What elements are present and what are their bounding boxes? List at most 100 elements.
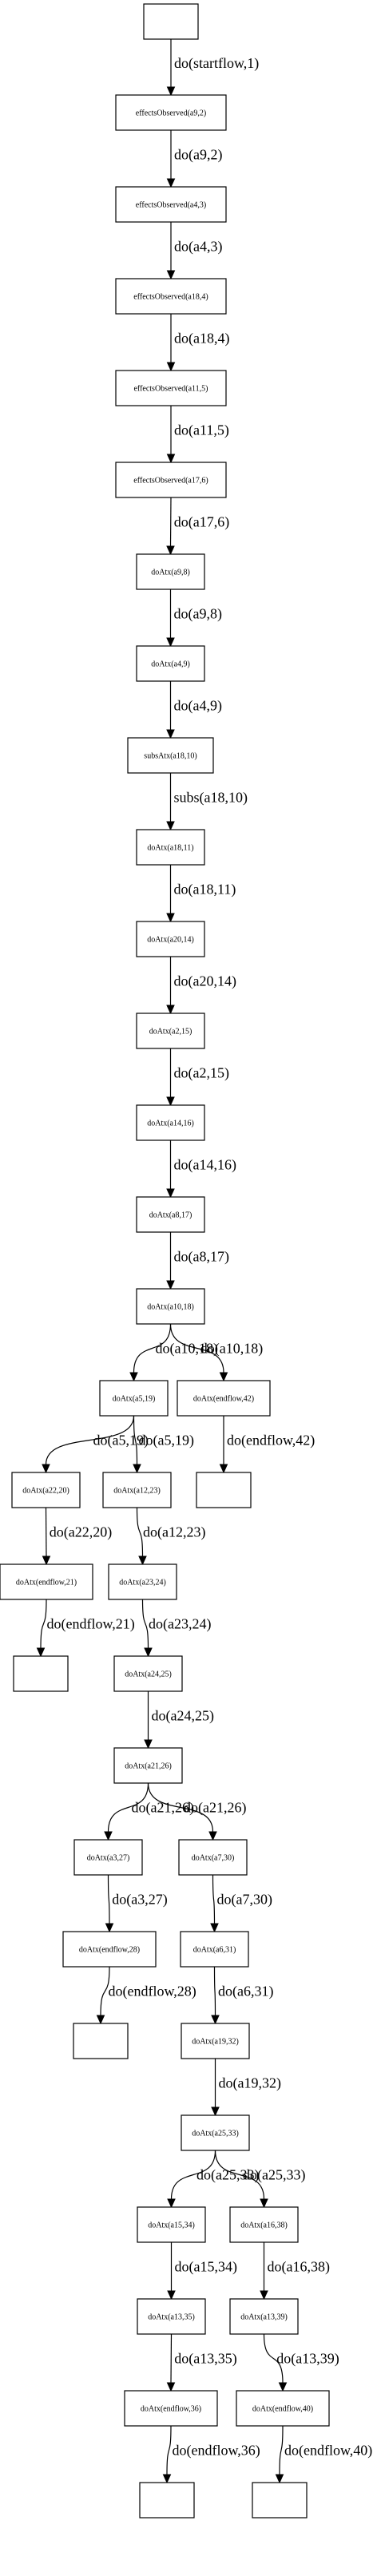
node-n32: doAtx(a13,39) <box>229 2298 299 2335</box>
node-label: doAtx(a21,26) <box>125 1762 172 1771</box>
node-label: effectsObserved(a11,5) <box>133 385 208 394</box>
edge-label: do(a13,35) <box>174 2351 236 2368</box>
edge-line <box>169 497 172 547</box>
edge-line <box>133 1323 172 1373</box>
node-label: doAtx(a7,30) <box>192 1854 235 1863</box>
edge-label: do(endflow,28) <box>109 1984 196 2000</box>
edge-label: do(a10,18) <box>156 1341 218 1357</box>
node-label: effectsObserved(a17,6) <box>133 477 208 485</box>
edge-arrowhead <box>166 178 176 188</box>
node-n7: doAtx(a4,9) <box>136 645 205 682</box>
node-box <box>229 2298 299 2335</box>
node-label: doAtx(a4,9) <box>151 660 190 669</box>
edge-n13-n14: do(a8,17) <box>166 1232 229 1290</box>
node-start <box>143 3 199 40</box>
node-box <box>196 1472 252 1508</box>
edge-n19-end21: do(endflow,21) <box>36 1599 135 1658</box>
node-box <box>108 1563 177 1600</box>
edge-arrowhead <box>129 1372 138 1382</box>
node-label: effectsObserved(a18,4) <box>133 293 208 302</box>
edge-arrowhead <box>42 1464 50 1474</box>
edge-arrowhead <box>210 1923 219 1933</box>
node-n26: doAtx(a6,31) <box>180 1931 249 1968</box>
node-n29: doAtx(a15,34) <box>137 2206 206 2243</box>
node-label: doAtx(a13,39) <box>240 2313 288 2322</box>
edge-label: do(a18,11) <box>174 882 236 898</box>
edge-n6-n7: do(a9,8) <box>166 589 222 648</box>
node-label: doAtx(endflow,28) <box>79 1946 140 1955</box>
edge-label: do(a11,5) <box>174 422 229 439</box>
edge-label: do(a19,32) <box>219 2075 281 2092</box>
edge-line <box>133 1415 138 1465</box>
edge-n21-n22: do(a24,25) <box>144 1691 214 1750</box>
edge-label: do(endflow,21) <box>47 1616 135 1633</box>
node-n31: doAtx(a13,35) <box>137 2298 206 2335</box>
edge-arrowhead <box>166 1188 175 1199</box>
edge-n23-n25: do(a3,27) <box>105 1874 168 1933</box>
node-n1: effectsObserved(a9,2) <box>115 94 227 131</box>
edge-line <box>147 1782 214 1833</box>
node-box <box>177 1380 271 1417</box>
edge-label: do(a24,25) <box>152 1708 214 1725</box>
edge-label: do(a15,34) <box>175 2259 237 2276</box>
node-box <box>139 2482 195 2519</box>
edge-arrowhead <box>166 454 176 464</box>
node-label: doAtx(a13,35) <box>148 2313 195 2322</box>
edge-label: do(a23,24) <box>149 1616 211 1633</box>
node-n25: doAtx(endflow,28) <box>62 1931 157 1968</box>
node-box <box>113 1655 183 1692</box>
edge-n3-n4: do(a18,4) <box>166 314 229 372</box>
edge-arrowhead <box>166 729 175 739</box>
edge-n4-n5: do(a11,5) <box>166 406 229 464</box>
node-box <box>236 2390 330 2427</box>
edge-n15-n17: do(a5,19) <box>42 1415 149 1474</box>
edge-label: do(a4,9) <box>174 698 222 715</box>
node-box <box>136 829 205 866</box>
edge-label: do(a21,26) <box>184 1800 246 1817</box>
edge-line <box>100 1966 110 2016</box>
edge-label: do(a6,31) <box>218 1984 273 2000</box>
node-n13: doAtx(a8,17) <box>136 1196 205 1233</box>
edge-label: do(a16,38) <box>268 2259 330 2276</box>
edge-label: do(a9,2) <box>174 147 222 164</box>
edge-arrowhead <box>105 1923 114 1933</box>
node-n15: doAtx(a5,19) <box>99 1380 169 1417</box>
node-n4: effectsObserved(a11,5) <box>115 370 227 406</box>
node-n14: doAtx(a10,18) <box>136 1288 205 1325</box>
node-label: doAtx(a6,31) <box>193 1946 236 1955</box>
edge-arrowhead <box>138 1556 147 1566</box>
node-box <box>136 1288 205 1325</box>
edge-line <box>170 2150 216 2200</box>
node-label: doAtx(a15,34) <box>148 2221 195 2230</box>
node-label: doAtx(a12,23) <box>113 1487 161 1496</box>
edge-arrowhead <box>166 821 175 831</box>
node-label: doAtx(a14,16) <box>147 1120 194 1128</box>
edge-n31-n33: do(a13,35) <box>166 2333 237 2392</box>
edge-arrowhead <box>275 2474 284 2484</box>
node-box <box>113 1747 183 1784</box>
edge-n22-n23: do(a21,26) <box>104 1782 194 1841</box>
edge-arrowhead <box>166 1005 175 1015</box>
node-box <box>178 1839 248 1876</box>
edge-label: do(a21,26) <box>132 1800 194 1817</box>
edge-arrowhead <box>166 1096 175 1107</box>
node-box <box>136 1196 205 1233</box>
edge-line <box>213 1966 216 2016</box>
node-n23: doAtx(a3,27) <box>73 1839 143 1876</box>
edge-arrowhead <box>162 2474 172 2484</box>
edge-label: do(a14,16) <box>174 1157 236 1174</box>
edge-arrowhead <box>144 1647 153 1658</box>
node-n33: doAtx(endflow,36) <box>124 2390 218 2427</box>
node-label: doAtx(a19,32) <box>192 2038 239 2047</box>
edge-label: do(a8,17) <box>174 1249 229 1266</box>
node-label: doAtx(a22,20) <box>22 1487 69 1496</box>
edge-arrowhead <box>166 1280 175 1290</box>
edge-n27-n28: do(a19,32) <box>211 2059 281 2117</box>
edge-n12-n13: do(a14,16) <box>166 1140 236 1199</box>
edge-arrowhead <box>211 2106 220 2117</box>
node-box <box>102 1472 172 1508</box>
edge-line <box>141 1599 149 1649</box>
edge-arrowhead <box>42 1556 51 1566</box>
edge-label: do(a22,20) <box>50 1524 112 1541</box>
node-box <box>115 94 227 131</box>
